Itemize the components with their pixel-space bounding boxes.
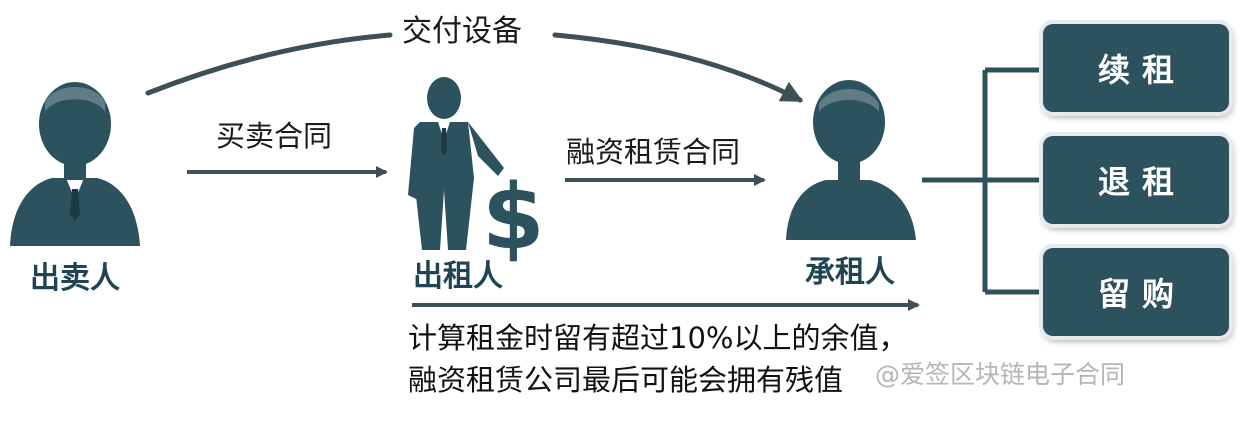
residual-note-line1: 计算租金时留有超过10%以上的余值， bbox=[408, 321, 908, 355]
option-purchase: 留购 bbox=[1043, 248, 1229, 336]
deliver-equipment-label: 交付设备 bbox=[402, 14, 522, 49]
option-return-lease: 退租 bbox=[1043, 136, 1229, 224]
sale-contract-label: 买卖合同 bbox=[216, 119, 333, 153]
deliver-equipment-arrow bbox=[145, 32, 393, 96]
lessor-businessman-icon bbox=[408, 77, 504, 250]
seller-person-icon bbox=[10, 82, 140, 246]
option-return-lease-label: 退租 bbox=[1097, 163, 1186, 201]
seller-label: 出卖人 bbox=[30, 261, 120, 296]
option-renew-lease: 续租 bbox=[1043, 24, 1229, 112]
lessee-label: 承租人 bbox=[805, 255, 895, 290]
option-renew-lease-label: 续租 bbox=[1097, 51, 1186, 89]
lessor-label: 出租人 bbox=[413, 259, 503, 294]
lessee-person-icon bbox=[786, 80, 916, 240]
options-bracket bbox=[922, 67, 1043, 295]
dollar-icon: $ bbox=[482, 165, 545, 270]
deliver-equipment-arrow-head-segment bbox=[552, 32, 804, 103]
lease-contract-label: 融资租赁合同 bbox=[566, 135, 741, 169]
residual-note-line2: 融资租赁公司最后可能会拥有残值 bbox=[408, 363, 844, 397]
watermark: @爱签区块链电子合同 bbox=[875, 360, 1126, 389]
option-purchase-label: 留购 bbox=[1097, 275, 1186, 313]
